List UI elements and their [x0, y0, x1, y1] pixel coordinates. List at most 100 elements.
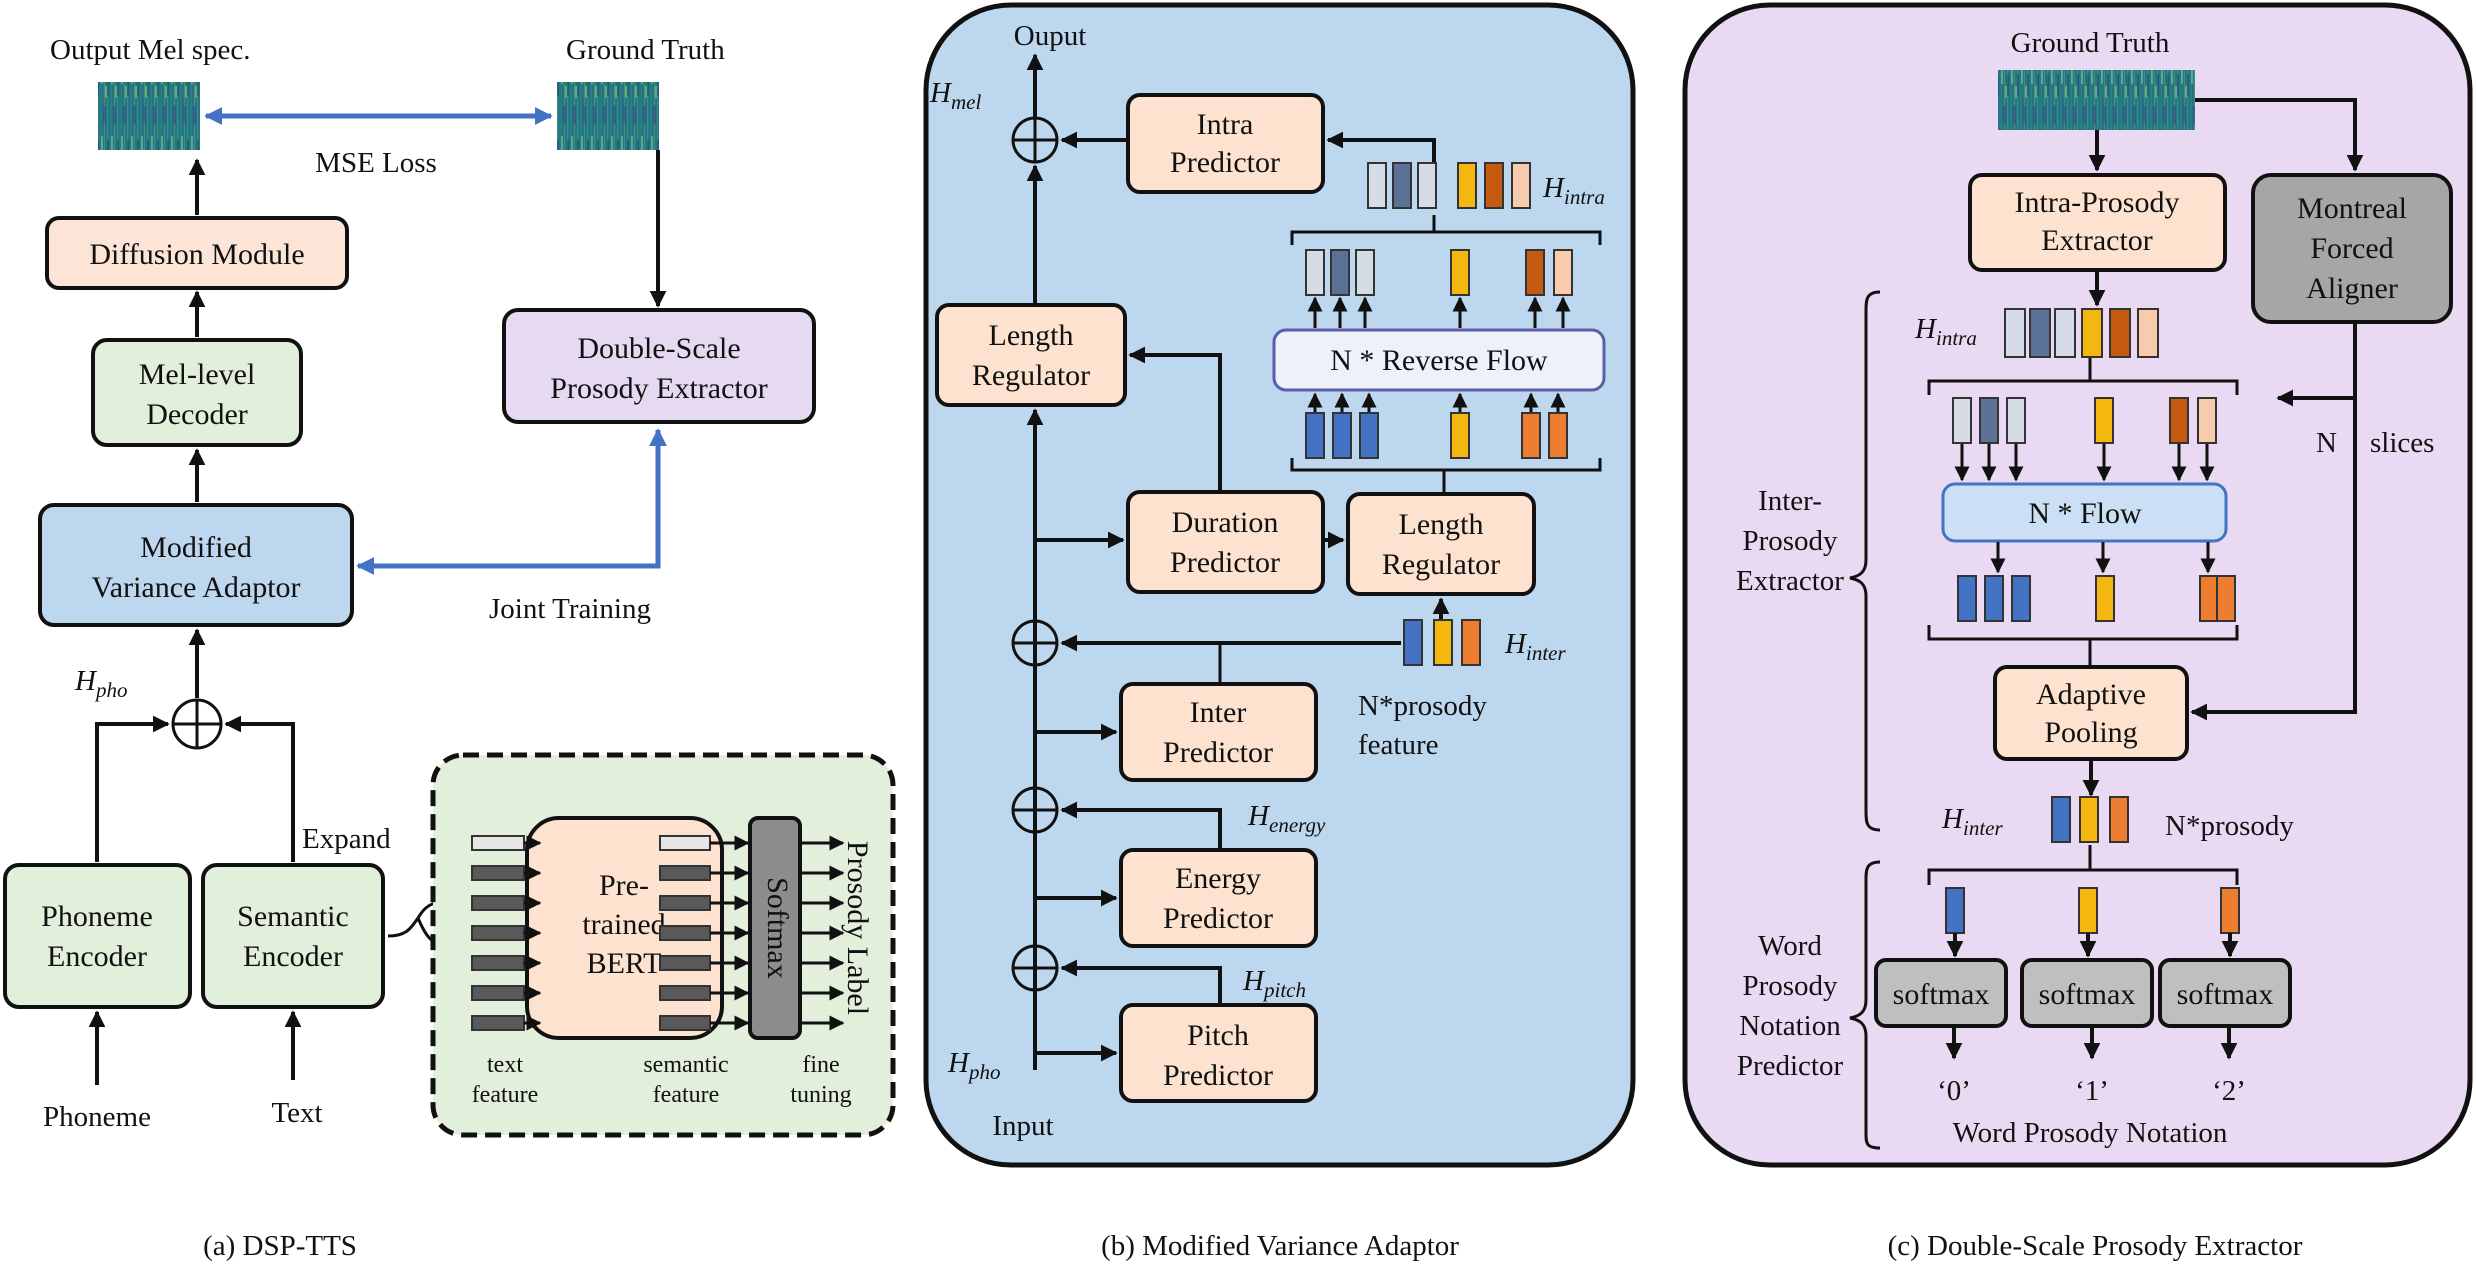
c-mid-brace — [1927, 625, 2239, 665]
flow-output-bar — [2199, 575, 2219, 622]
arrow — [1128, 346, 1222, 492]
softmax-row: softmax softmax softmax — [1874, 958, 2292, 1028]
c-flow-input-bars — [1952, 397, 2217, 444]
arrow — [224, 715, 295, 862]
flow-input-bar — [1359, 412, 1379, 459]
text-feature-bar — [471, 955, 525, 971]
c-h-intra-sub: intra — [1936, 326, 1977, 350]
flow-input-bar — [2094, 397, 2114, 444]
text-feature-bar — [471, 985, 525, 1001]
intra-predictor-box — [1126, 93, 1325, 194]
c-n-prosody-label: N*prosody — [2165, 810, 2294, 842]
b-h-inter-sub: inter — [1526, 641, 1566, 665]
flow-output-bar — [1330, 249, 1350, 296]
reverse-flow-label: N * Reverse Flow — [1330, 344, 1548, 377]
word-predictor-label-2: Prosody — [1742, 970, 1838, 1002]
flow-input-bar — [2197, 397, 2217, 444]
n-prosody-label-1: N*prosody — [1358, 690, 1487, 722]
word-bar — [2078, 887, 2098, 934]
panel-c: Ground Truth Intra-Prosody Extractor Mon… — [1682, 2, 2473, 1262]
word-bar — [2220, 887, 2240, 934]
mfa-label-1: Montreal — [2297, 192, 2407, 225]
intra-bar — [1511, 162, 1531, 209]
h-mel-label: H — [929, 77, 953, 109]
semantic-feature-bar — [659, 895, 711, 911]
arrow — [1060, 801, 1222, 850]
inter-extractor-label-2: Prosody — [1742, 525, 1838, 557]
c-flow-output-bars — [1957, 575, 2236, 622]
text-feature-label-2: feature — [472, 1082, 539, 1108]
notation-label-0: ‘0’ — [1937, 1075, 1971, 1107]
duration-predictor-label-2: Predictor — [1170, 546, 1280, 579]
prosody-label-text: Prosody Label — [841, 841, 874, 1015]
phoneme-encoder-label-1: Phoneme — [41, 900, 153, 933]
intra-bar — [2004, 308, 2026, 358]
fine-tuning-label-2: tuning — [790, 1082, 851, 1108]
b-h-intra-label: H — [1542, 172, 1566, 204]
flow-output-bar — [1305, 249, 1325, 296]
c-bottom-brace — [1927, 845, 2239, 885]
flow-input-bar — [1305, 412, 1325, 459]
softmax-box — [748, 816, 802, 1040]
word-predictor-brace — [1849, 860, 1881, 1150]
flow-input-bar — [1521, 412, 1541, 459]
bert-label-2: trained — [582, 908, 665, 941]
intra-bar — [2081, 308, 2103, 358]
caption-b: (b) Modified Variance Adaptor — [1101, 1230, 1459, 1262]
semantic-feature-label-2: feature — [653, 1082, 720, 1108]
inter-bar — [2109, 796, 2129, 843]
adaptive-pooling-label-2: Pooling — [2044, 716, 2137, 749]
text-feature-bar — [471, 835, 525, 851]
flow-output-bar — [1957, 575, 1977, 622]
c-h-inter-sub: inter — [1963, 816, 2003, 840]
b-h-pho-sub: pho — [967, 1060, 1001, 1084]
mel-decoder-label-2: Decoder — [146, 398, 248, 431]
length-regulator2-label-1: Length — [1399, 508, 1484, 541]
h-mel-sub: mel — [951, 90, 981, 114]
fine-tuning-label-1: fine — [802, 1052, 839, 1078]
intra-bar — [1367, 162, 1387, 209]
flow-output-bar — [1355, 249, 1375, 296]
flow-output-bar — [1553, 249, 1573, 296]
c-h-intra-label: H — [1914, 313, 1938, 345]
semantic-encoder-label-1: Semantic — [237, 900, 349, 933]
b-h-inter-bars — [1403, 619, 1481, 666]
c-h-inter-bars — [2051, 796, 2129, 843]
bert-label-1: Pre- — [599, 869, 649, 902]
text-input-label: Text — [271, 1097, 322, 1129]
output-mel-label: Output Mel spec. — [50, 34, 251, 66]
energy-predictor-label-1: Energy — [1175, 862, 1261, 895]
flow-output-bar — [2095, 575, 2115, 622]
arrow — [1326, 131, 1436, 163]
b-top-brace — [1290, 215, 1602, 245]
flow-output-bar — [2011, 575, 2031, 622]
semantic-feature-bar — [659, 955, 711, 971]
intra-predictor-label-2: Predictor — [1170, 146, 1280, 179]
softmax-label-1: softmax — [1893, 978, 1990, 1011]
semantic-feature-bar — [659, 865, 711, 881]
semantic-feature-label-1: semantic — [643, 1052, 728, 1078]
inter-predictor-label-2: Predictor — [1163, 736, 1273, 769]
mel-decoder-box — [91, 338, 303, 447]
phoneme-encoder-label-2: Encoder — [47, 940, 147, 973]
inter-predictor-box — [1119, 682, 1318, 782]
pitch-predictor-label-2: Predictor — [1163, 1059, 1273, 1092]
arrow — [2195, 98, 2364, 172]
inter-predictor-label-1: Inter — [1190, 696, 1247, 729]
double-scale-extractor-box — [502, 308, 816, 424]
flow-input-bar — [1952, 397, 1972, 444]
flow-output-bar — [2216, 575, 2236, 622]
panel-a: Output Mel spec. Ground Truth MSE Loss D… — [3, 34, 896, 1262]
h-pho-sub: pho — [94, 678, 128, 702]
flow-input-bar — [1450, 412, 1470, 459]
softmax-label: Softmax — [761, 877, 794, 979]
length-regulator2-label-2: Regulator — [1382, 548, 1500, 581]
diffusion-module-label: Diffusion Module — [89, 238, 304, 271]
reverse-flow-box — [1272, 328, 1606, 392]
softmax-label-2: softmax — [2039, 978, 2136, 1011]
flow-output-bar — [1984, 575, 2004, 622]
word-predictor-label-3: Notation — [1739, 1010, 1841, 1042]
intra-bar — [2137, 308, 2159, 358]
word-prosody-notation-label: Word Prosody Notation — [1953, 1117, 2228, 1149]
text-feature-label-1: text — [487, 1052, 523, 1078]
